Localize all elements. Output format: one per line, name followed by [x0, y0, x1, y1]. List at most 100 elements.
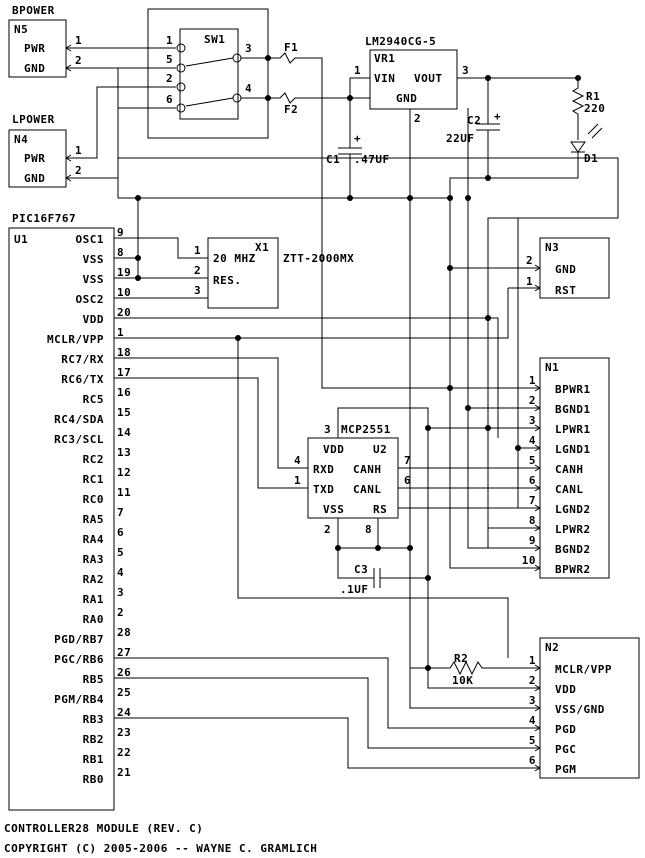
- n1-pin-num: 9: [529, 534, 536, 547]
- n2-pin-num: 3: [529, 694, 536, 707]
- c1-ref: C1: [326, 153, 340, 166]
- u1-pin-name: RC2: [83, 453, 104, 466]
- u1-pin-num: 23: [117, 726, 131, 739]
- n4-pin1-num: 1: [75, 144, 82, 157]
- n2-pin-arrow: [534, 684, 541, 692]
- u1-pin-name: RB3: [83, 713, 104, 726]
- n3-ref: N3: [545, 241, 559, 254]
- n1-pin-arrow: [534, 464, 541, 472]
- n2-ref: N2: [545, 641, 559, 654]
- u2-pin4: 4: [294, 454, 301, 467]
- n2-pin-name: PGD: [555, 723, 576, 736]
- vr1-vout: VOUT: [414, 72, 443, 85]
- n1-pin-num: 8: [529, 514, 536, 527]
- vr1-pin2: 2: [414, 112, 421, 125]
- junctions: [135, 55, 581, 671]
- u1-pin-num: 9: [117, 226, 124, 239]
- n1-pin-arrow: [534, 484, 541, 492]
- mcu-u1: PIC16F767 U1 OSC19VSS8VSS19OSC210VDD20MC…: [8, 212, 131, 811]
- u1-pin-num: 21: [117, 766, 131, 779]
- capacitor-c2: + C2 22UF: [446, 78, 501, 178]
- n1-pin-name: LPWR1: [555, 423, 591, 436]
- n4-pin1-name: PWR: [24, 152, 45, 165]
- u1-pin-name: PGC/RB6: [54, 653, 104, 666]
- u1-pin-name: RB5: [83, 673, 104, 686]
- n1-pin-num: 4: [529, 434, 536, 447]
- u1-pin-name: RC6/TX: [61, 373, 104, 386]
- footer-title: CONTROLLER28 MODULE (REV. C): [4, 822, 203, 835]
- x1-pin2: 2: [194, 264, 201, 277]
- u1-pin-name: RA0: [83, 613, 104, 626]
- x1-part: ZTT-2000MX: [283, 252, 354, 265]
- n1-pin-num: 7: [529, 494, 536, 507]
- u1-pin-num: 12: [117, 466, 131, 479]
- crystal-x1: X1 20 MHZ RES. ZTT-2000MX 1 2 3: [114, 237, 354, 309]
- u1-pins: OSC19VSS8VSS19OSC210VDD20MCLR/VPP1RC7/RX…: [47, 226, 131, 786]
- u1-pin-num: 1: [117, 326, 124, 339]
- n4-pin2-name: GND: [24, 172, 45, 185]
- vr1-gnd: GND: [396, 92, 417, 105]
- vr1-pin1: 1: [354, 64, 361, 77]
- n5-pin2-name: GND: [24, 62, 45, 75]
- switch-sw1: SW1 1 5 2 6 3 4: [147, 8, 269, 139]
- n5-pin1-num: 1: [75, 34, 82, 47]
- u1-pin-num: 13: [117, 446, 131, 459]
- n2-pin-num: 5: [529, 734, 536, 747]
- u1-pin-name: RA1: [83, 593, 104, 606]
- n2-pin-num: 2: [529, 674, 536, 687]
- n2-pin-name: PGM: [555, 763, 576, 776]
- n1-pin-name: CANL: [555, 483, 584, 496]
- n1-ref: N1: [545, 361, 559, 374]
- r2-ref: R2: [454, 652, 468, 665]
- u1-pin-num: 6: [117, 526, 124, 539]
- u1-pin-name: RB2: [83, 733, 104, 746]
- r1-value: 220: [584, 102, 605, 115]
- n2-pin-num: 1: [529, 654, 536, 667]
- n2-pin-name: PGC: [555, 743, 576, 756]
- u2-canl: CANL: [353, 483, 382, 496]
- u1-pin-name: PGD/RB7: [54, 633, 104, 646]
- can-transceiver-u2: MCP2551 U2 VDD RXD TXD CANH CANL VSS RS …: [114, 198, 540, 549]
- u2-pin1: 1: [294, 474, 301, 487]
- u1-pin-num: 27: [117, 646, 131, 659]
- vr1-vin: VIN: [374, 72, 395, 85]
- footer-copyright: COPYRIGHT (C) 2005-2006 -- WAYNE C. GRAM…: [4, 842, 317, 855]
- u1-pin-num: 3: [117, 586, 124, 599]
- resistor-r2: R2 10K: [410, 652, 540, 687]
- n1-pin-num: 2: [529, 394, 536, 407]
- n5-pin2-num: 2: [75, 54, 82, 67]
- u1-pin-name: VSS: [83, 253, 104, 266]
- n4-group-label: LPOWER: [12, 113, 55, 126]
- n1-pin-name: BGND2: [555, 543, 591, 556]
- vr1-pin3: 3: [462, 64, 469, 77]
- u2-vdd: VDD: [323, 443, 344, 456]
- u1-pin-name: OSC2: [76, 293, 105, 306]
- n4-pin2-num: 2: [75, 164, 82, 177]
- u1-pin-num: 4: [117, 566, 124, 579]
- u2-txd: TXD: [313, 483, 334, 496]
- regulator-vr1: LM2940CG-5 VR1 VIN VOUT GND 1 3 2: [349, 35, 578, 198]
- n2-pin-name: MCLR/VPP: [555, 663, 612, 676]
- n3-pin1-name: RST: [555, 284, 576, 297]
- n1-pin-num: 6: [529, 474, 536, 487]
- vr1-ref: VR1: [374, 52, 395, 65]
- n1-pin-num: 1: [529, 374, 536, 387]
- u1-pin-num: 22: [117, 746, 131, 759]
- sw1-pin2: 2: [166, 72, 173, 85]
- sw1-pin5: 5: [166, 53, 173, 66]
- sw1-pin6: 6: [166, 93, 173, 106]
- u1-pin-num: 5: [117, 546, 124, 559]
- fuse-f2: F2: [268, 92, 370, 116]
- u1-pin-name: RC4/SDA: [54, 413, 104, 426]
- u1-pin-num: 16: [117, 386, 131, 399]
- u1-pin-name: VDD: [83, 313, 104, 326]
- x1-res: RES.: [213, 274, 242, 287]
- u1-pin-name: PGM/RB4: [54, 693, 104, 706]
- capacitor-c1: + C1 .47UF: [326, 98, 389, 198]
- u1-pin-name: RA2: [83, 573, 104, 586]
- u1-pin-num: 19: [117, 266, 131, 279]
- fuse-f1: F1: [268, 41, 323, 198]
